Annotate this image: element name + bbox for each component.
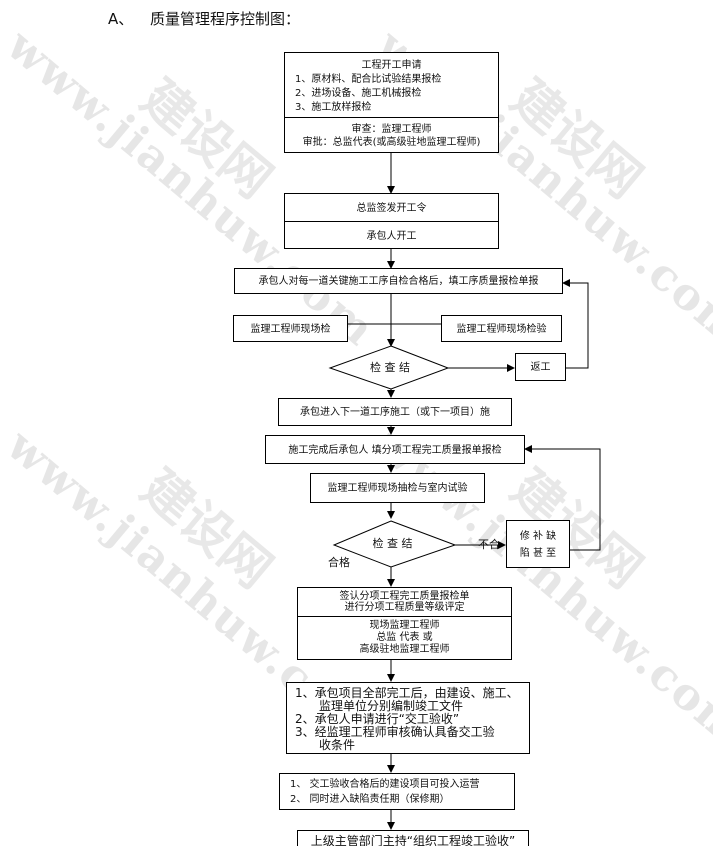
rework-text: 返工 xyxy=(530,362,551,373)
application-item-2: 2、进场设备、施工机械报检 xyxy=(295,88,422,99)
rework-box: 返工 xyxy=(515,353,566,381)
inspection-diamond-2 xyxy=(332,520,457,568)
arrow-repair-loop xyxy=(524,445,601,551)
handover-item-2: 监理单位分别编制竣工文件 xyxy=(319,699,464,713)
sampling-box: 监理工程师现场抽检与室内试验 xyxy=(310,473,485,503)
handover-item-4: 3、经监理工程师审核确认具备交工验 xyxy=(295,725,495,739)
site-check-left-box: 监理工程师现场检 xyxy=(233,315,348,342)
contractor-start-text: 承包人开工 xyxy=(366,231,417,242)
final-text: 上级主管部门主持“组织工程竣工验收” xyxy=(310,834,516,846)
site-check-right-box: 监理工程师现场检验 xyxy=(441,315,562,342)
operation-item-2: 2、 同时进入缺陷责任期（保修期） xyxy=(290,794,450,805)
handover-item-1: 1、承包项目全部完工后，由建设、施工、 xyxy=(295,686,519,700)
sign-line-1: 签认分项工程完工质量报检单 xyxy=(339,591,470,602)
qualified-label: 合格 xyxy=(328,556,350,569)
self-check-box: 承包人对每一道关键施工工序自检合格后，填工序质量报检单报 xyxy=(234,268,563,294)
repair-line-1: 修 补 缺 xyxy=(519,531,557,542)
heading-label: A、 xyxy=(108,10,134,28)
inspection-2-label: 检 查 结 xyxy=(372,537,413,550)
sign-box: 签认分项工程完工质量报检单 进行分项工程质量等级评定 现场监理工程师 总监 代表… xyxy=(297,587,512,660)
application-title: 工程开工申请 xyxy=(361,60,422,71)
site-check-right-text: 监理工程师现场检验 xyxy=(456,324,547,335)
application-approve: 审批：总监代表(或高级驻地监理工程师) xyxy=(302,137,481,148)
operation-box: 1、 交工验收合格后的建设项目可投入运营 2、 同时进入缺陷责任期（保修期） xyxy=(279,773,515,810)
unqualified-label: 不合 xyxy=(478,538,500,551)
sign-line-5: 高级驻地监理工程师 xyxy=(359,644,450,655)
inspection-diamond-1 xyxy=(328,345,450,390)
next-process-box: 承包进入下一道工序施工（或下一项目）施 xyxy=(278,398,512,426)
next-process-text: 承包进入下一道工序施工（或下一项目）施 xyxy=(300,407,490,418)
sign-line-4: 总监 代表 或 xyxy=(376,632,433,643)
handover-item-5: 收条件 xyxy=(319,738,356,752)
application-review: 审查：监理工程师 xyxy=(351,124,432,135)
sampling-text: 监理工程师现场抽检与室内试验 xyxy=(327,483,468,494)
repair-line-2: 陷 甚 至 xyxy=(519,548,557,559)
page-heading: A、质量管理程序控制图： xyxy=(108,8,300,29)
sub-complete-box: 施工完成后承包人 填分项工程完工质量报单报检 xyxy=(265,435,525,464)
self-check-text: 承包人对每一道关键施工工序自检合格后，填工序质量报检单报 xyxy=(258,276,539,287)
start-order-text: 总监签发开工令 xyxy=(356,203,427,214)
handover-box: 1、承包项目全部完工后，由建设、施工、 监理单位分别编制竣工文件 2、承包人申请… xyxy=(286,682,530,754)
application-box: 工程开工申请 1、原材料、配合比试验结果报检 2、进场设备、施工机械报检 3、施… xyxy=(284,52,499,153)
sub-complete-text: 施工完成后承包人 填分项工程完工质量报单报检 xyxy=(288,445,502,456)
repair-box: 修 补 缺 陷 甚 至 xyxy=(506,520,570,568)
application-item-3: 3、施工放样报检 xyxy=(295,102,372,113)
inspection-1-label: 检 查 结 xyxy=(370,361,410,374)
sign-line-2: 进行分项工程质量等级评定 xyxy=(344,602,465,613)
handover-item-3: 2、承包人申请进行“交工验收” xyxy=(295,712,460,726)
arrow-rework-loop xyxy=(562,279,589,369)
final-box: 上级主管部门主持“组织工程竣工验收” xyxy=(297,830,529,846)
sign-line-3: 现场监理工程师 xyxy=(369,620,440,631)
operation-item-1: 1、 交工验收合格后的建设项目可投入运营 xyxy=(290,779,480,790)
start-order-box: 总监签发开工令 承包人开工 xyxy=(284,193,499,249)
application-item-1: 1、原材料、配合比试验结果报检 xyxy=(295,74,442,85)
site-check-left-text: 监理工程师现场检 xyxy=(250,324,331,335)
heading-title: 质量管理程序控制图： xyxy=(150,10,301,28)
